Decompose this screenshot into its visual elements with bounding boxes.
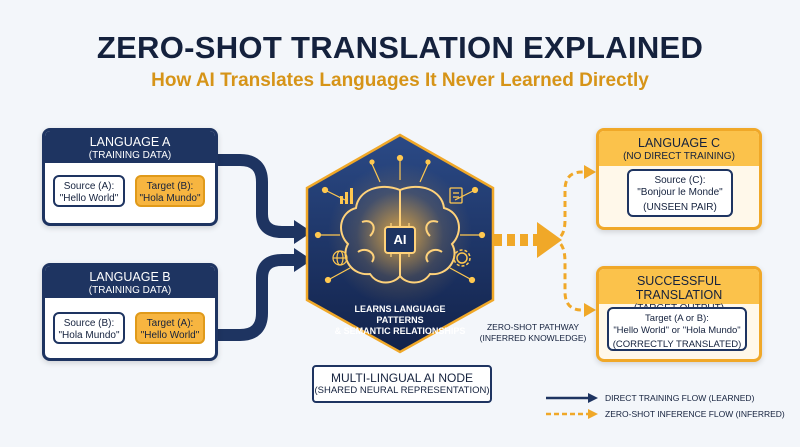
- page-subtitle: How AI Translates Languages It Never Lea…: [151, 70, 649, 91]
- language-b-source-bubble: Source (B): "Hola Mundo": [53, 312, 125, 344]
- zero-shot-arrow-main-head: [537, 222, 562, 258]
- language-c-subtitle: (NO DIRECT TRAINING): [623, 151, 735, 162]
- language-c-source-bubble: Source (C): "Bonjour le Monde" (UNSEEN P…: [627, 169, 733, 217]
- language-c-header: LANGUAGE C (NO DIRECT TRAINING): [599, 131, 759, 166]
- legend-zero-shot-label: ZERO-SHOT INFERENCE FLOW (INFERRED): [605, 409, 785, 419]
- result-target-text: "Hello World" or "Hola Mundo": [613, 325, 741, 336]
- language-c-panel: LANGUAGE C (NO DIRECT TRAINING) Source (…: [596, 128, 762, 230]
- direct-arrow-a: [212, 154, 296, 238]
- document-icon: [449, 187, 463, 204]
- language-a-target-label: Target (B):: [146, 181, 194, 192]
- language-b-title: LANGUAGE B: [89, 270, 171, 284]
- page-title: ZERO-SHOT TRANSLATION EXPLAINED: [96, 30, 704, 65]
- zero-shot-branch-result-head: [584, 303, 596, 317]
- ai-node-label: MULTI-LINGUAL AI NODE (SHARED NEURAL REP…: [312, 365, 492, 403]
- result-header: SUCCESSFUL TRANSLATION (TARGET OUTPUT): [599, 269, 759, 314]
- legend-direct-label: DIRECT TRAINING FLOW (LEARNED): [605, 393, 755, 403]
- language-b-subtitle: (TRAINING DATA): [88, 285, 172, 296]
- ai-node-caption-line1: LEARNS LANGUAGE PATTERNS: [354, 304, 446, 325]
- chart-icon: [340, 188, 353, 204]
- zero-shot-branch-c: [551, 170, 588, 242]
- direct-arrow-b: [212, 254, 296, 341]
- result-target-label: Target (A or B):: [645, 313, 709, 324]
- zero-shot-pathway-label: ZERO-SHOT PATHWAY (INFERRED KNOWLEDGE): [478, 322, 588, 344]
- language-a-target-text: "Hola Mundo": [139, 193, 201, 204]
- language-a-header: LANGUAGE A (TRAINING DATA): [45, 131, 215, 163]
- legend-zero-shot-arrowhead: [588, 409, 598, 419]
- language-b-source-text: "Hola Mundo": [58, 330, 120, 341]
- language-b-source-label: Source (B):: [63, 318, 115, 329]
- ai-badge: AI: [393, 232, 407, 247]
- language-b-panel: LANGUAGE B (TRAINING DATA) Source (B): "…: [42, 263, 218, 361]
- zero-shot-branch-result: [551, 238, 588, 312]
- zero-shot-branch-c-head: [584, 165, 596, 179]
- circuit-lines: [314, 154, 486, 284]
- direct-arrow-b-head: [294, 248, 312, 272]
- zero-shot-pathway-line2: (INFERRED KNOWLEDGE): [479, 333, 587, 343]
- language-a-source-label: Source (A):: [63, 181, 115, 192]
- language-c-note: (UNSEEN PAIR): [643, 202, 717, 213]
- result-panel: SUCCESSFUL TRANSLATION (TARGET OUTPUT) T…: [596, 266, 762, 362]
- globe-icon: [332, 250, 348, 266]
- language-b-target-label: Target (A):: [146, 318, 194, 329]
- result-target-bubble: Target (A or B): "Hello World" or "Hola …: [607, 307, 747, 351]
- zero-shot-pathway-line1: ZERO-SHOT PATHWAY: [486, 322, 580, 332]
- language-a-subtitle: (TRAINING DATA): [88, 150, 172, 161]
- ai-node-label-line1: MULTI-LINGUAL AI NODE: [330, 371, 474, 385]
- ai-node-caption: LEARNS LANGUAGE PATTERNS & SEMANTIC RELA…: [330, 304, 470, 337]
- ai-node-label-line2: (SHARED NEURAL REPRESENTATION): [314, 385, 490, 396]
- brain-icon: [340, 185, 460, 284]
- language-a-panel: LANGUAGE A (TRAINING DATA) Source (A): "…: [42, 128, 218, 226]
- language-a-source-text: "Hello World": [59, 193, 119, 204]
- result-note: (CORRECTLY TRANSLATED): [612, 339, 742, 350]
- direct-arrow-a-head: [294, 220, 312, 244]
- language-a-source-bubble: Source (A): "Hello World": [53, 175, 125, 207]
- language-b-target-text: "Hello World": [140, 330, 200, 341]
- language-b-target-bubble: Target (A): "Hello World": [135, 312, 205, 344]
- language-a-title: LANGUAGE A: [89, 135, 171, 149]
- language-c-title: LANGUAGE C: [638, 136, 720, 150]
- language-c-source-label: Source (C):: [654, 175, 706, 186]
- ai-node-caption-line2: & SEMANTIC RELATIONSHIPS: [334, 326, 466, 336]
- language-c-source-text: "Bonjour le Monde": [637, 187, 723, 198]
- legend-direct-arrowhead: [588, 393, 598, 403]
- gear-icon: [453, 249, 471, 267]
- language-b-header: LANGUAGE B (TRAINING DATA): [45, 266, 215, 298]
- result-title: SUCCESSFUL TRANSLATION: [635, 274, 723, 302]
- language-a-target-bubble: Target (B): "Hola Mundo": [135, 175, 205, 207]
